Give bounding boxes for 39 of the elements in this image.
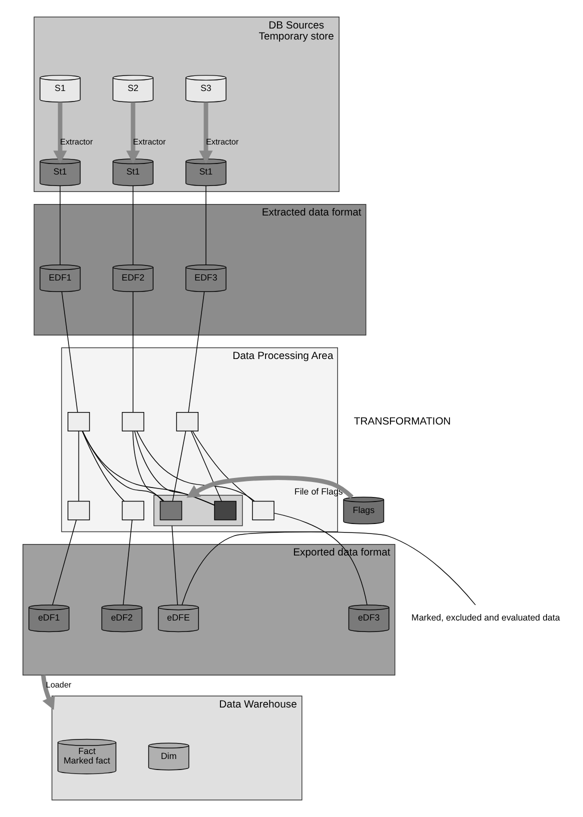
connector (182, 531, 476, 606)
node-text: Marked, excluded and evaluated data (411, 612, 560, 623)
connector (132, 430, 164, 502)
connector (134, 430, 215, 506)
connector (122, 520, 132, 606)
connector (190, 430, 222, 502)
arrow (53, 102, 67, 164)
arrow (186, 476, 354, 499)
arrow (126, 102, 140, 164)
cluster (154, 494, 243, 526)
node-box (68, 500, 90, 520)
connector (188, 291, 205, 413)
connector (172, 430, 186, 502)
arrow (41, 674, 55, 710)
connector (172, 525, 178, 606)
node-box (252, 500, 274, 520)
node-box (176, 412, 198, 432)
connector (132, 186, 134, 265)
connector (78, 430, 80, 502)
edge-label: Extractor (133, 138, 166, 147)
connector (136, 430, 255, 502)
node-box (68, 412, 90, 432)
connector (274, 512, 368, 606)
node-box (122, 500, 144, 520)
node-box (214, 500, 236, 520)
edge-label: Extractor (60, 138, 93, 147)
edge-label: Loader (46, 680, 72, 690)
connector (82, 430, 164, 502)
label: TRANSFORMATION (354, 416, 451, 428)
connector (192, 430, 254, 502)
edge-label: Extractor (206, 138, 239, 147)
connector (82, 430, 125, 502)
connector (61, 291, 78, 413)
connector (52, 520, 77, 606)
node-box (122, 412, 144, 432)
arrow (199, 102, 213, 164)
connector (132, 291, 134, 413)
connector (82, 430, 215, 506)
node-box (160, 500, 182, 520)
